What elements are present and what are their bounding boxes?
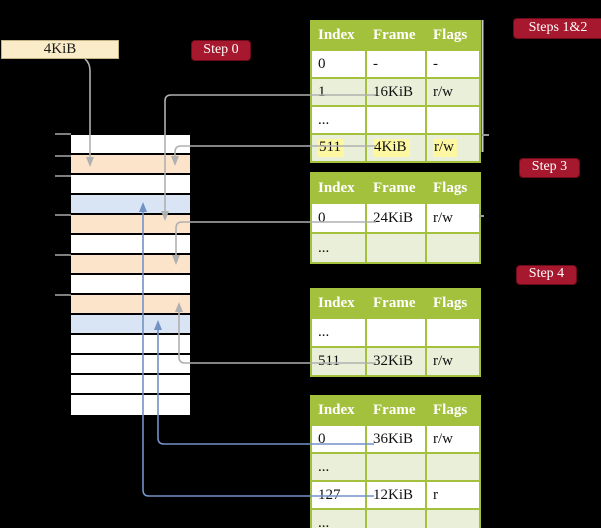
cell-frame: 32KiB: [367, 348, 427, 375]
table-row: ...: [312, 454, 479, 482]
page-size-label-box: 4KiB: [1, 40, 119, 59]
highlighted-value: r/w: [433, 139, 457, 157]
header-flags: Flags: [427, 174, 479, 202]
header-index: Index: [312, 22, 367, 49]
cell-frame: 36KiB: [367, 426, 427, 452]
memory-frame-row-7: [71, 275, 190, 295]
cell-flags: r/w: [427, 135, 479, 161]
cell-index: 0: [312, 204, 367, 232]
memory-frame-row-2: [71, 175, 190, 195]
header-flags: Flags: [427, 22, 479, 49]
header-index: Index: [312, 290, 367, 317]
header-frame: Frame: [367, 290, 427, 317]
memory-frame-row-10: [71, 335, 190, 355]
cell-index: 1: [312, 79, 367, 105]
cell-flags: r/w: [427, 204, 479, 232]
physical-memory-column: [71, 135, 190, 415]
cell-flags: r/w: [427, 426, 479, 452]
memory-frame-row-5: [71, 235, 190, 255]
memory-frame-row-4: [71, 215, 190, 235]
badge-steps-1-2: Steps 1&2: [513, 18, 601, 39]
cell-frame: 12KiB: [367, 482, 427, 508]
memory-frame-row-3: [71, 195, 190, 215]
memory-frame-row-9: [71, 315, 190, 335]
cell-flags: [427, 107, 479, 133]
memory-frame-row-11: [71, 355, 190, 375]
table-row: ...: [312, 510, 479, 528]
cell-index: 127: [312, 482, 367, 508]
memory-tick: [55, 175, 71, 177]
header-frame: Frame: [367, 174, 427, 202]
memory-tick: [55, 294, 71, 296]
table-row: ...: [312, 234, 479, 262]
memory-frame-row-12: [71, 375, 190, 395]
badge-step-0: Step 0: [191, 40, 251, 61]
cell-frame: 4KiB: [367, 135, 427, 161]
cell-flags: [427, 454, 479, 480]
cell-index: ...: [312, 234, 367, 262]
cell-frame: 16KiB: [367, 79, 427, 105]
cell-frame: 24KiB: [367, 204, 427, 232]
memory-frame-row-13: [71, 395, 190, 415]
cell-flags: [427, 319, 479, 346]
table-edge-artifact: [481, 20, 484, 152]
table-row: 0--: [312, 51, 479, 79]
cell-index: 0: [312, 426, 367, 452]
cell-flags: r/w: [427, 79, 479, 105]
cell-flags: r/w: [427, 348, 479, 375]
table-row: ...: [312, 107, 479, 135]
highlighted-value: 511: [318, 139, 344, 157]
header-flags: Flags: [427, 290, 479, 317]
memory-tick: [55, 254, 71, 256]
header-frame: Frame: [367, 397, 427, 424]
memory-frame-row-1: [71, 155, 190, 175]
cell-flags: [427, 234, 479, 262]
cell-index: ...: [312, 107, 367, 133]
highlighted-value: 4KiB: [373, 139, 410, 157]
cell-index: 511: [312, 348, 367, 375]
cell-index: 511: [312, 135, 367, 161]
cell-index: ...: [312, 454, 367, 480]
cell-frame: [367, 319, 427, 346]
cell-index: 0: [312, 51, 367, 77]
cell-frame: [367, 454, 427, 480]
cell-index: ...: [312, 319, 367, 346]
table-row: ...: [312, 319, 479, 348]
memory-tick: [55, 155, 71, 157]
cell-flags: -: [427, 51, 479, 77]
cell-frame: [367, 234, 427, 262]
cell-index: ...: [312, 510, 367, 528]
header-index: Index: [312, 174, 367, 202]
cell-frame: [367, 510, 427, 528]
header-frame: Frame: [367, 22, 427, 49]
badge-step-3: Step 3: [519, 158, 580, 178]
header-flags: Flags: [427, 397, 479, 424]
memory-tick: [55, 214, 71, 216]
cell-frame: [367, 107, 427, 133]
cell-flags: [427, 510, 479, 528]
cell-frame: -: [367, 51, 427, 77]
memory-tick: [55, 133, 71, 135]
memory-frame-row-6: [71, 255, 190, 275]
table-row: 511 4KiB r/w: [312, 135, 479, 161]
cell-flags: r: [427, 482, 479, 508]
header-index: Index: [312, 397, 367, 424]
memory-frame-row-0: [71, 135, 190, 155]
badge-step-4: Step 4: [516, 265, 577, 285]
memory-frame-row-8: [71, 295, 190, 315]
